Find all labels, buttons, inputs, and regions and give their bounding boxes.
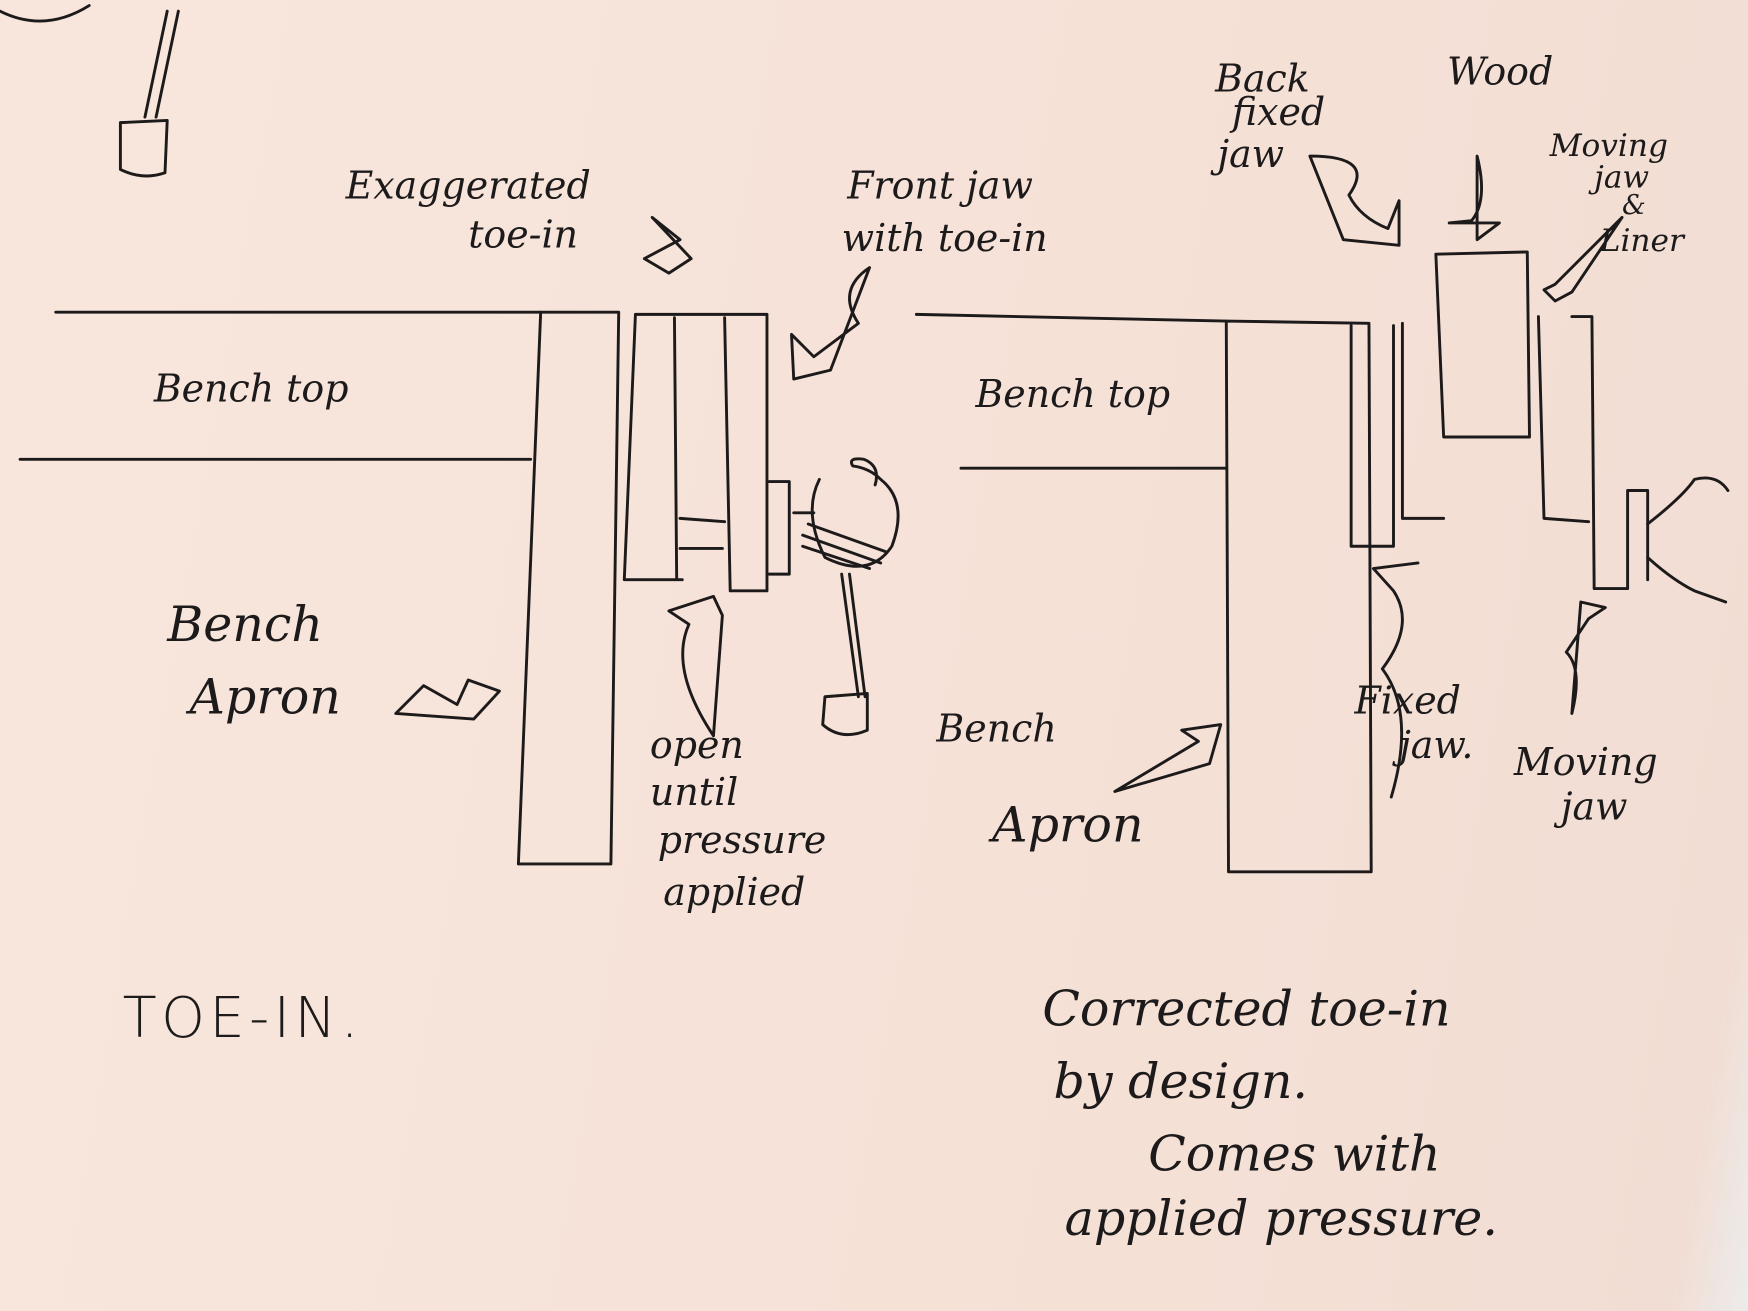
corrected-diagram: Back fixed jaw Wood Moving jaw & Liner B… bbox=[914, 50, 1730, 1247]
label-jaw-right: jaw bbox=[1588, 159, 1649, 195]
bench-top-outline bbox=[18, 310, 543, 461]
arrow-moving-jaw bbox=[1564, 600, 1607, 715]
label-apron: Apron bbox=[186, 667, 341, 725]
toe-in-diagram: Exaggerated toe-in Front jaw with toe-in… bbox=[18, 163, 1048, 1051]
label-exaggerated: Exaggerated bbox=[345, 163, 591, 207]
label-until: until bbox=[650, 770, 738, 814]
label-bench-right: Bench bbox=[935, 706, 1056, 750]
arrow-front-jaw bbox=[790, 266, 871, 381]
label-with-toe-in: with toe-in bbox=[842, 216, 1048, 260]
wood-block bbox=[1434, 250, 1531, 439]
arrow-open bbox=[667, 594, 724, 738]
caption-line-2: by design. bbox=[1053, 1052, 1308, 1110]
label-fixed-jaw: Fixed bbox=[1353, 678, 1460, 722]
bench-apron-right bbox=[1224, 319, 1373, 874]
front-jaw-toe-in bbox=[622, 312, 769, 593]
label-back: Back bbox=[1214, 56, 1310, 100]
label-bench: Bench bbox=[166, 595, 323, 653]
label-apron-right: Apron bbox=[988, 796, 1143, 854]
label-moving-jaw-2: jaw bbox=[1554, 784, 1628, 828]
label-applied: applied bbox=[663, 870, 805, 914]
caption-line-1: Corrected toe-in bbox=[1042, 980, 1450, 1038]
label-moving: Moving bbox=[1549, 128, 1668, 164]
label-fixed: fixed bbox=[1229, 90, 1325, 134]
top-left-handle-fragment bbox=[0, 4, 180, 178]
vise-handle bbox=[767, 480, 816, 576]
label-open: open bbox=[650, 723, 744, 767]
arrow-wood bbox=[1447, 154, 1501, 242]
label-bench-top-right: Bench top bbox=[974, 372, 1170, 416]
arrow-back-fixed-jaw bbox=[1308, 154, 1401, 247]
arrow-bench-apron-right bbox=[1113, 723, 1223, 793]
caption-line-4: applied pressure. bbox=[1065, 1189, 1498, 1247]
arrow-fixed-jaw bbox=[1371, 561, 1420, 799]
label-front-jaw: Front jaw bbox=[846, 163, 1033, 207]
moving-jaw bbox=[1536, 315, 1650, 591]
label-bench-top: Bench top bbox=[153, 366, 349, 410]
caption-line-3: Comes with bbox=[1148, 1125, 1440, 1183]
label-pressure: pressure bbox=[658, 818, 827, 862]
label-wood: Wood bbox=[1447, 50, 1553, 94]
fixed-jaw bbox=[1349, 321, 1446, 548]
handle-right bbox=[1646, 476, 1730, 604]
label-ampersand: & bbox=[1622, 190, 1646, 221]
bench-apron bbox=[516, 310, 621, 866]
arrow-moving-liner bbox=[1542, 215, 1624, 303]
label-moving-jaw: Moving bbox=[1513, 740, 1658, 784]
label-fixed-jaw-2: jaw. bbox=[1392, 723, 1473, 767]
label-liner: Liner bbox=[1599, 223, 1686, 259]
handle-knob bbox=[810, 457, 900, 737]
title-toe-in: TOE-IN. bbox=[123, 986, 363, 1051]
bench-top-outline-right bbox=[914, 312, 1228, 470]
label-toe-in: toe-in bbox=[468, 212, 578, 256]
label-jaw: jaw bbox=[1210, 132, 1284, 176]
arrow-apron bbox=[394, 678, 501, 721]
arrow-exaggerated bbox=[642, 215, 693, 275]
